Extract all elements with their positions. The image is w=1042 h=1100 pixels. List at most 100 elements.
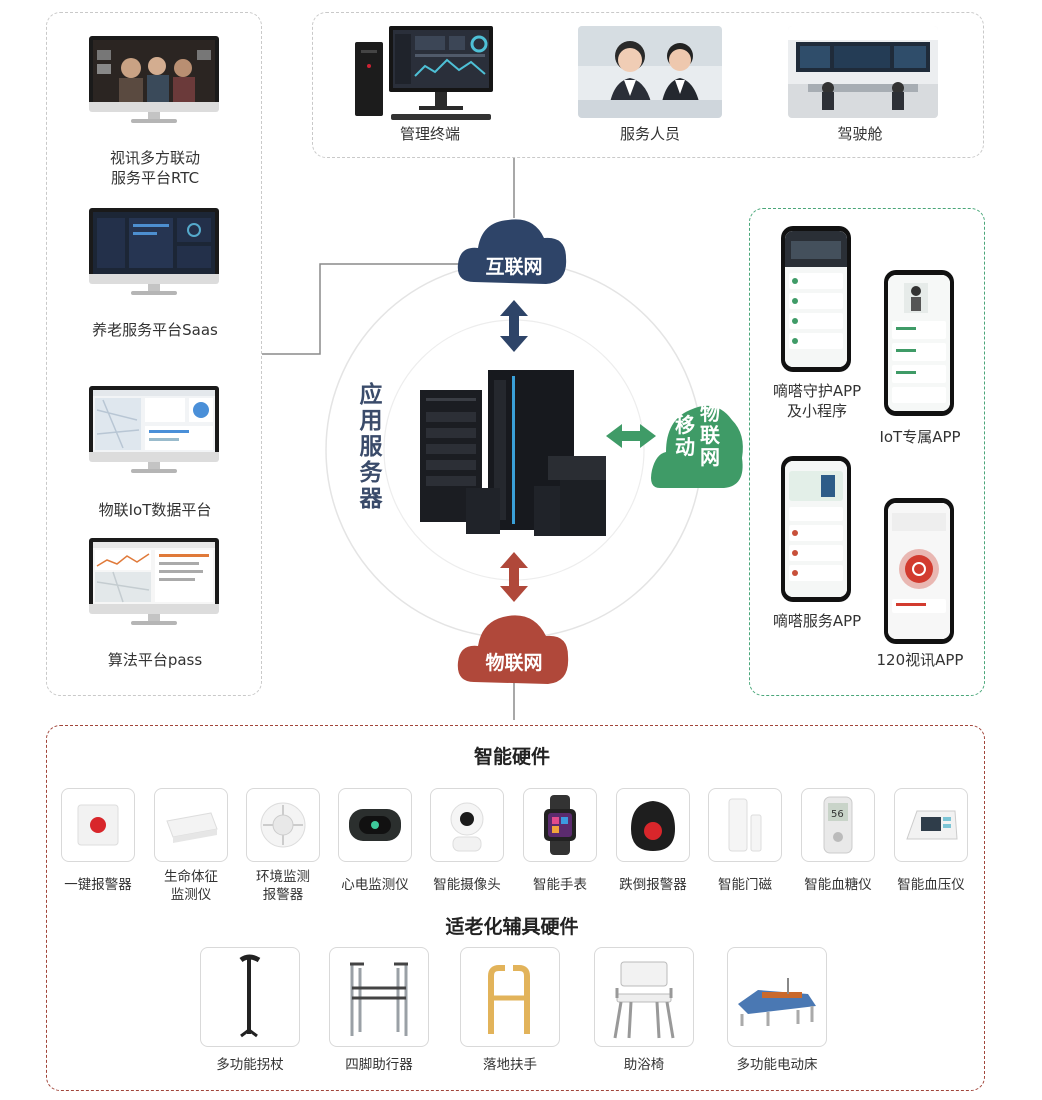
- glucose-meter-label: 智能血糖仪: [804, 877, 872, 893]
- mobile-iot-char: 联: [700, 423, 720, 447]
- top-panel: [312, 12, 984, 158]
- blood-pressure-meter-icon: [906, 810, 958, 840]
- internet-arrow: [500, 300, 528, 352]
- environment-alarm-icon: [260, 802, 306, 848]
- rtc-platform-monitor: [89, 36, 219, 123]
- saas-platform-monitor: [89, 208, 219, 295]
- ecg-monitor-label: 心电监测仪: [341, 877, 409, 893]
- server-char: 服: [359, 434, 383, 460]
- mobile-iot-label-col1: 物联网: [698, 402, 722, 468]
- floor-handrail-card: [460, 947, 560, 1047]
- mobile-iot-char: 网: [700, 445, 720, 469]
- rtc-platform-label-1: 视讯多方联动: [109, 149, 200, 167]
- cockpit-label: 驾驶舱: [837, 125, 883, 143]
- floor-handrail-label: 落地扶手: [483, 1057, 537, 1073]
- internet-label: 互联网: [485, 256, 543, 278]
- fall-alarm-icon: [631, 801, 675, 851]
- shower-chair-label: 助浴椅: [623, 1057, 665, 1073]
- blood-pressure-meter-card: [894, 788, 968, 862]
- fall-alarm-label: 跌倒报警器: [619, 877, 687, 893]
- smart-camera-card: [430, 788, 504, 862]
- iot-app-phone: [884, 270, 954, 416]
- door-sensor-card: [708, 788, 782, 862]
- electric-bed-card: [727, 947, 827, 1047]
- multi-cane-card: [200, 947, 300, 1047]
- shower-chair-icon: [613, 961, 675, 1039]
- saas-platform-label: 养老服务平台Saas: [92, 321, 218, 339]
- dida-service-app-label: 嘀嗒服务APP: [772, 612, 862, 630]
- handrail-icon: [488, 965, 530, 1034]
- vital-signs-monitor-card: [154, 788, 228, 862]
- iot-network-label: 物联网: [485, 652, 543, 674]
- environment-alarm-card: [246, 788, 320, 862]
- algorithm-platform-label: 算法平台pass: [107, 651, 203, 669]
- electric-bed-icon: [738, 978, 816, 1026]
- smart-watch-card: [523, 788, 597, 862]
- smart-hardware-title: 智能硬件: [473, 746, 550, 768]
- svg-text:56: 56: [831, 809, 844, 820]
- aging-hardware-title: 适老化辅具硬件: [445, 916, 579, 938]
- door-sensor-label: 智能门磁: [718, 877, 772, 893]
- mobile-cloud: [651, 405, 743, 488]
- center-diagram: [262, 158, 743, 720]
- service-staff-label: 服务人员: [619, 125, 680, 143]
- walker-icon: [350, 962, 408, 1036]
- algorithm-platform-monitor: [89, 538, 219, 625]
- server-char: 器: [359, 486, 383, 512]
- shower-chair-card: [594, 947, 694, 1047]
- video-120-app-phone: [884, 498, 954, 644]
- dida-guard-app-phone: [781, 226, 851, 372]
- smart-camera-icon: [450, 802, 484, 852]
- server-image: [420, 370, 606, 536]
- mobile-iot-char: 物: [700, 401, 720, 425]
- cane-icon: [239, 954, 261, 1038]
- walker-card: [329, 947, 429, 1047]
- one-key-alarm-label: 一键报警器: [64, 877, 132, 893]
- electric-bed-label: 多功能电动床: [736, 1057, 818, 1073]
- server-char: 用: [359, 408, 383, 434]
- smart-watch-label: 智能手表: [533, 877, 587, 893]
- server-char: 应: [359, 382, 383, 408]
- door-sensor-icon: [728, 798, 762, 852]
- smart-watch-icon: [544, 795, 576, 855]
- rtc-platform-label-2: 服务平台RTC: [110, 169, 200, 187]
- blood-pressure-meter-label: 智能血压仪: [897, 877, 965, 893]
- hardware-panel: [46, 725, 985, 1091]
- iot-app-label: IoT专属APP: [879, 428, 961, 446]
- left-panel: [46, 12, 262, 696]
- fall-alarm-card: [616, 788, 690, 862]
- iot-data-platform-monitor: [89, 386, 219, 473]
- ecg-monitor-card: [338, 788, 412, 862]
- mobile-iot-char: 移: [675, 413, 695, 437]
- dida-guard-app-label-2: 及小程序: [786, 402, 847, 420]
- walker-label: 四脚助行器: [345, 1057, 413, 1073]
- environment-alarm-label-1: 环境监测: [256, 869, 310, 885]
- mobile-iot-label-col2: 移动: [673, 414, 697, 458]
- glucose-meter-icon: 56: [823, 796, 853, 854]
- mobile-iot-char: 动: [675, 435, 695, 459]
- vital-signs-monitor-icon: [166, 812, 218, 843]
- cockpit-image: [788, 26, 938, 118]
- dida-service-app-phone: [781, 456, 851, 602]
- iot-cloud: [457, 615, 569, 684]
- smart-camera-label: 智能摄像头: [433, 877, 501, 893]
- one-key-alarm-icon: [77, 804, 119, 846]
- mobile-app-panel: [749, 208, 985, 696]
- video-120-app-label: 120视讯APP: [876, 651, 964, 669]
- iot-arrow: [500, 552, 528, 602]
- vital-signs-monitor-label-2: 监测仪: [170, 887, 212, 903]
- one-key-alarm-card: [61, 788, 135, 862]
- ecg-monitor-icon: [349, 809, 401, 841]
- vital-signs-monitor-label-1: 生命体征: [164, 869, 218, 885]
- multi-cane-label: 多功能拐杖: [216, 1057, 284, 1073]
- iot-data-platform-label: 物联IoT数据平台: [98, 501, 212, 519]
- service-staff-image: [578, 26, 722, 118]
- internet-cloud: [457, 219, 567, 284]
- glucose-meter-card: 56: [801, 788, 875, 862]
- environment-alarm-label-2: 报警器: [262, 887, 304, 903]
- mobile-arrow: [606, 424, 656, 448]
- server-char: 务: [359, 460, 383, 486]
- management-terminal-label: 管理终端: [399, 125, 460, 143]
- management-terminal-image: [355, 26, 495, 122]
- dida-guard-app-label-1: 嘀嗒守护APP: [772, 382, 862, 400]
